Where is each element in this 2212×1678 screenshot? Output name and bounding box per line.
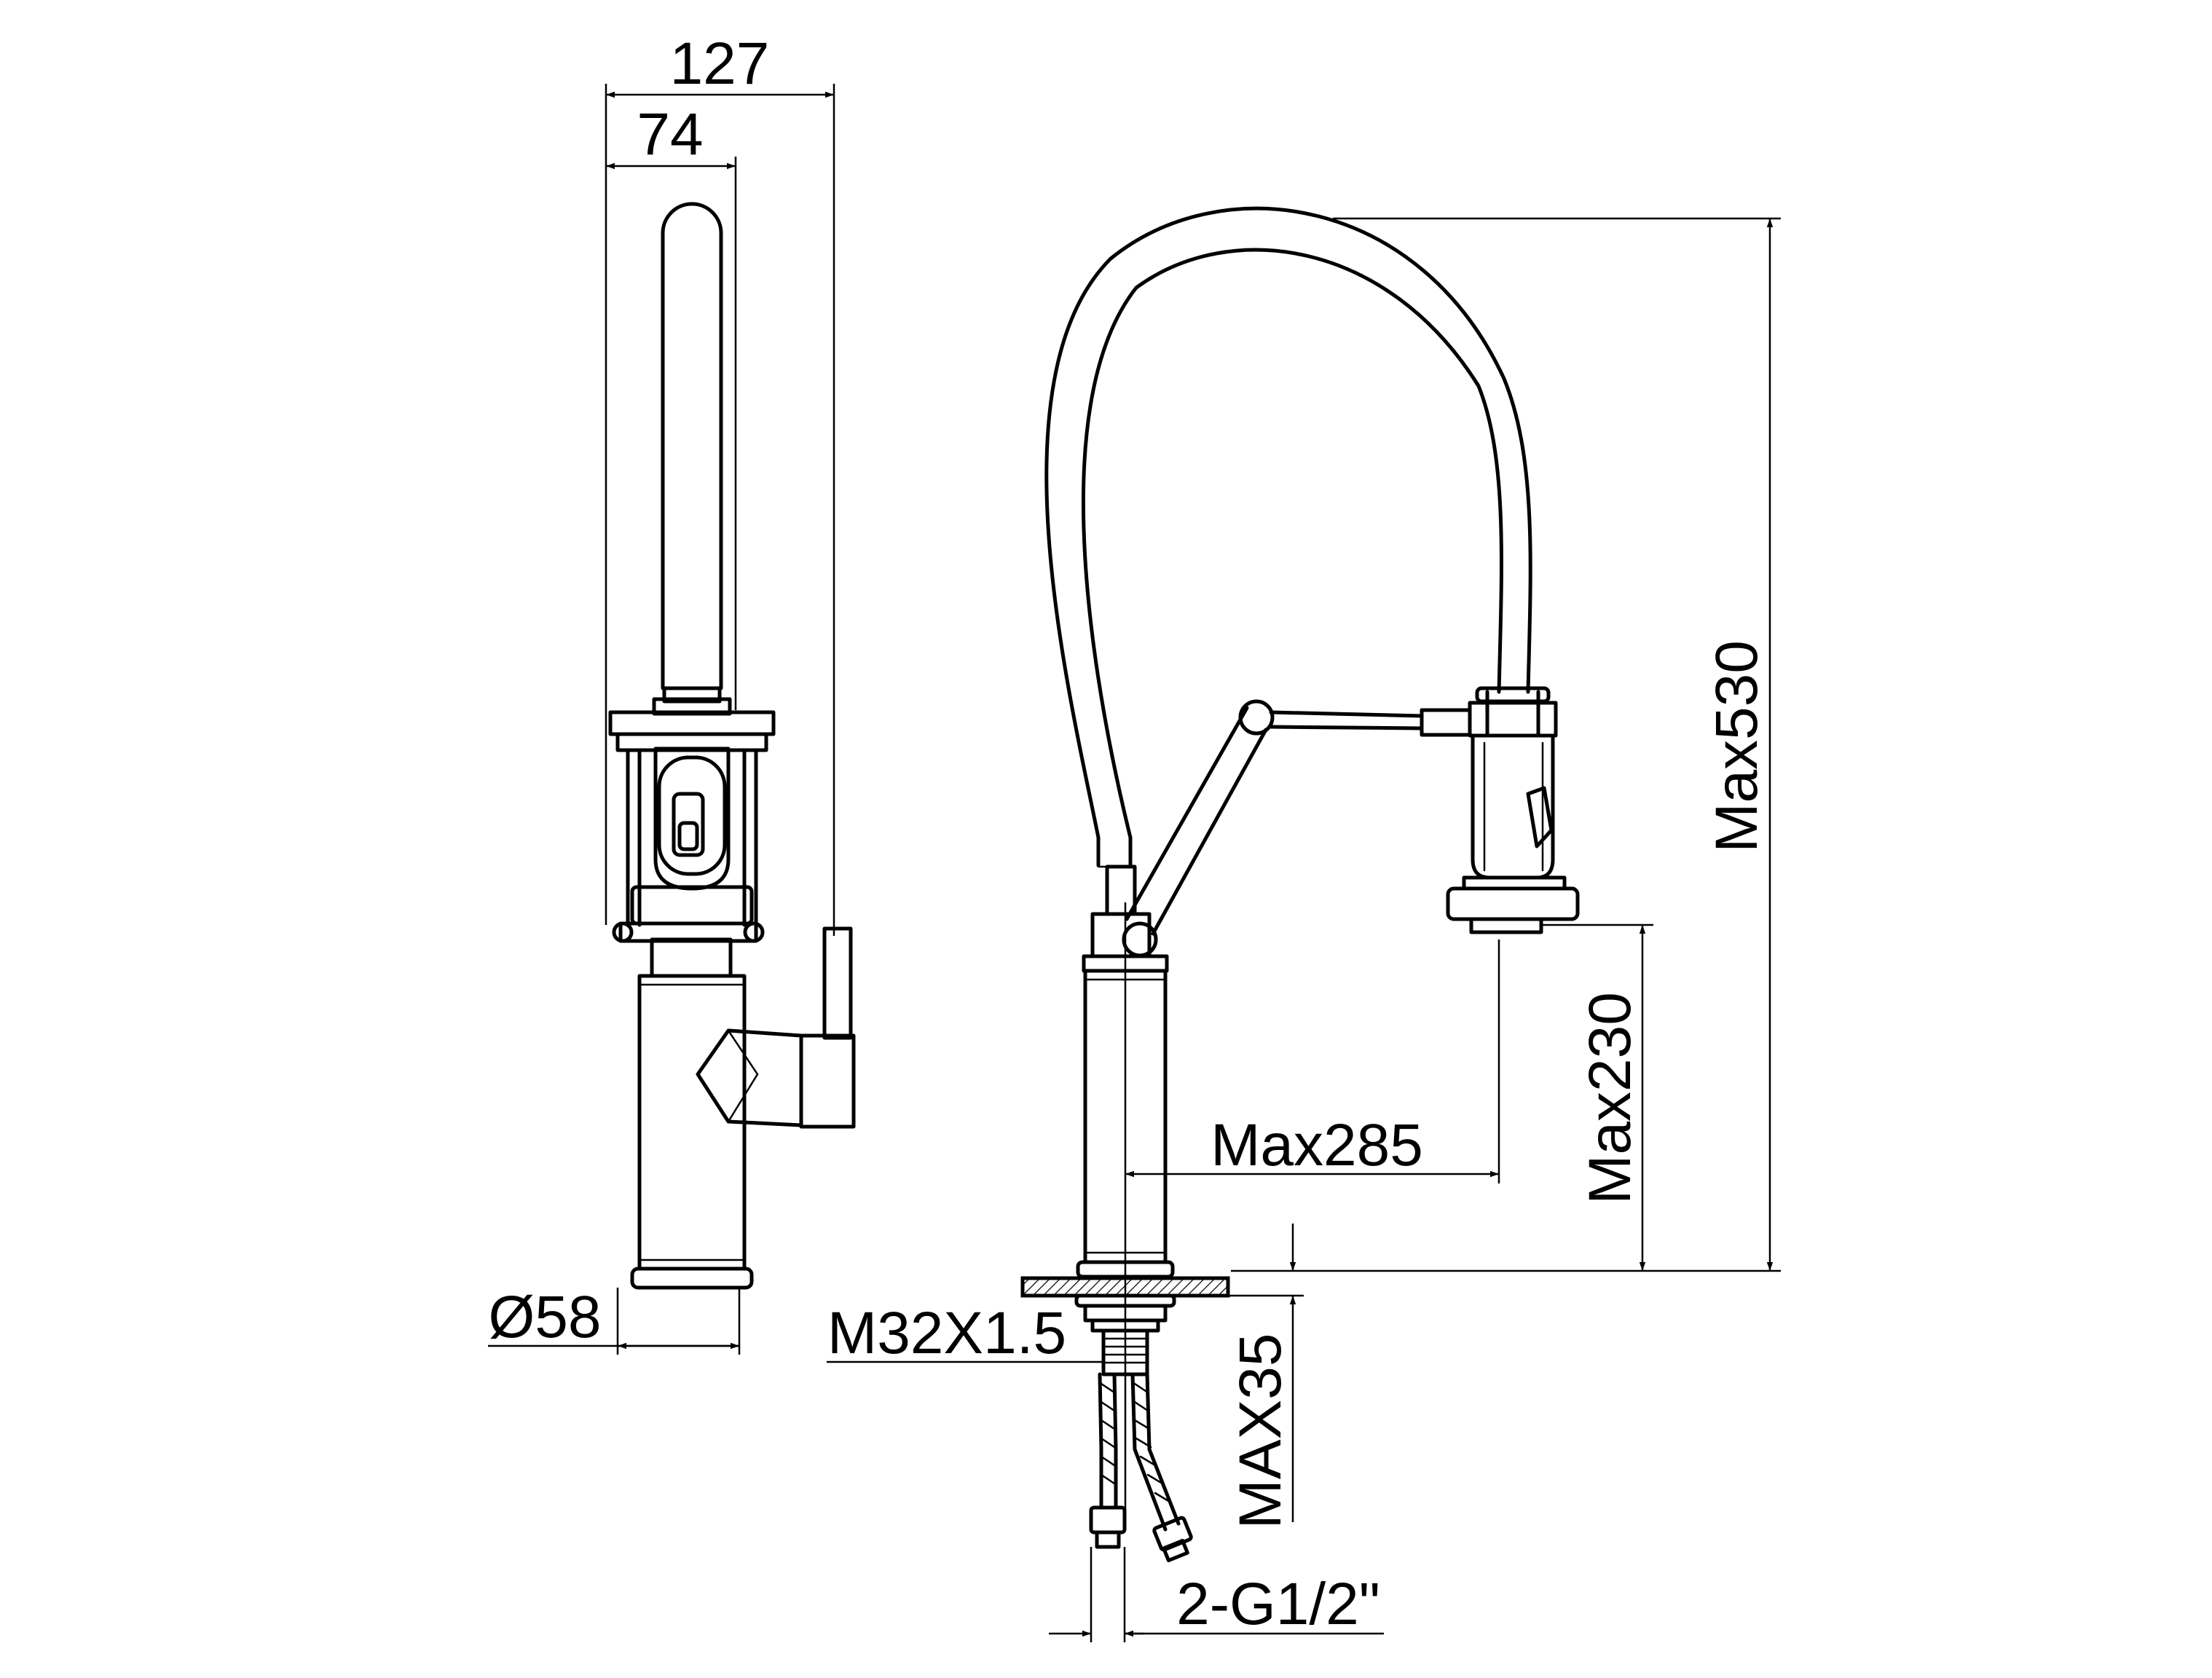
dimension-label-74: 74 <box>637 101 703 168</box>
side-view <box>608 202 856 1290</box>
dimension-label-max-spray-height: Max230 <box>1577 992 1643 1205</box>
front-view <box>1020 206 1580 1563</box>
dimension-label-127: 127 <box>670 31 770 97</box>
dimension-label-max-deck-thickness: MAX35 <box>1227 1334 1294 1529</box>
dimension-lines <box>488 84 1781 1642</box>
dimension-label-diameter-58: Ø58 <box>489 1284 602 1350</box>
dimension-label-max-reach: Max285 <box>1211 1112 1423 1178</box>
dimension-labels: 127 74 Ø58 M32X1.5 Max285 Max530 Max230 … <box>489 31 1771 1637</box>
dimension-label-connections: 2-G1/2" <box>1176 1571 1380 1637</box>
dimension-label-thread: M32X1.5 <box>827 1300 1066 1366</box>
dimension-label-max-height: Max530 <box>1704 640 1770 853</box>
